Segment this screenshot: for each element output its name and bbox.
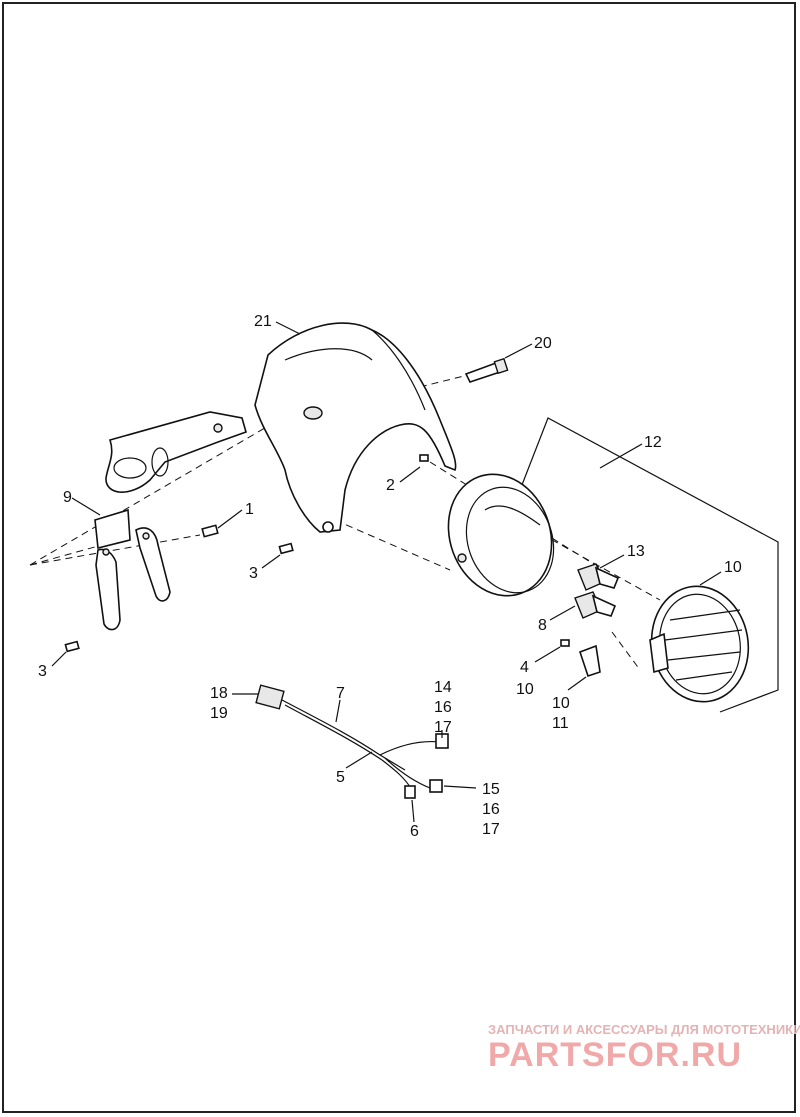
- callout-5: 5: [336, 769, 345, 786]
- bracket-clip: [578, 644, 601, 678]
- callout-8: 8: [538, 617, 547, 634]
- headlamp-bulbs: [574, 563, 620, 619]
- callout-2: 2: [386, 477, 395, 494]
- callout-16-lower: 16: [482, 801, 500, 818]
- callout-1: 1: [245, 501, 254, 518]
- headlamp-assembly-box: [519, 417, 779, 713]
- fork-clamp-bracket: [105, 411, 247, 493]
- mounting-brackets: [94, 508, 171, 631]
- callout-9: 9: [63, 489, 72, 506]
- callout-19: 19: [210, 705, 228, 722]
- callout-6: 6: [410, 823, 419, 840]
- callout-3-upper: 3: [249, 565, 258, 582]
- headlamp-nacelle: [254, 322, 457, 533]
- callout-7: 7: [336, 685, 345, 702]
- callout-4: 4: [520, 659, 529, 676]
- watermark-tagline: ЗАПЧАСТИ И АКСЕССУАРЫ ДЛЯ МОТОТЕХНИКИ: [488, 1022, 800, 1037]
- callout-3-lower: 3: [38, 663, 47, 680]
- callout-17-lower: 17: [482, 821, 500, 838]
- callout-20: 20: [534, 335, 552, 352]
- watermark-brand: PARTSFOR.RU: [488, 1036, 742, 1074]
- callout-16-upper: 16: [434, 699, 452, 716]
- headlamp-mounting-ring: [447, 473, 555, 597]
- wiring-harness: [255, 684, 449, 799]
- watermark: ЗАПЧАСТИ И АКСЕССУАРЫ ДЛЯ МОТОТЕХНИКИ PA…: [488, 1022, 800, 1074]
- callout-10-screw: 10: [516, 681, 534, 698]
- headlamp-unit: [649, 585, 750, 703]
- leader-lines: [51, 321, 722, 823]
- screws: [64, 357, 570, 653]
- callout-17-upper: 17: [434, 719, 452, 736]
- callout-13: 13: [627, 543, 645, 560]
- callout-12: 12: [644, 434, 662, 451]
- callout-15: 15: [482, 781, 500, 798]
- callout-18: 18: [210, 685, 228, 702]
- callout-10-headlamp: 10: [724, 559, 742, 576]
- callout-11: 11: [552, 715, 569, 732]
- callout-14: 14: [434, 679, 452, 696]
- callout-10-clip: 10: [552, 695, 570, 712]
- callout-21: 21: [254, 313, 272, 330]
- callout-labels: 21 20 12 2 1 9 3 3 13 10 8 4 10 10 11 18…: [38, 313, 742, 840]
